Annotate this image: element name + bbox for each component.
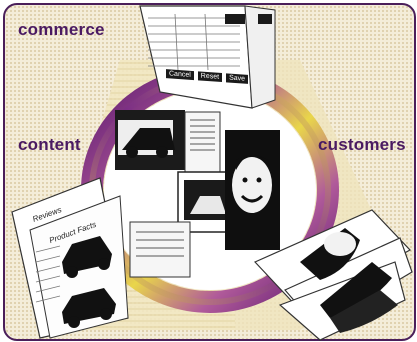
- cancel-button[interactable]: Cancel: [166, 69, 194, 81]
- customers-label: customers: [318, 135, 406, 154]
- content-label: content: [18, 135, 81, 154]
- commerce-form-window: [139, 5, 276, 109]
- product-facts-doc: [11, 177, 129, 339]
- commerce-label: commerce: [18, 20, 105, 39]
- inner-collage: [115, 110, 280, 278]
- reset-button[interactable]: Reset: [197, 71, 223, 83]
- customer-photos: [253, 209, 413, 341]
- save-button[interactable]: Save: [226, 73, 249, 84]
